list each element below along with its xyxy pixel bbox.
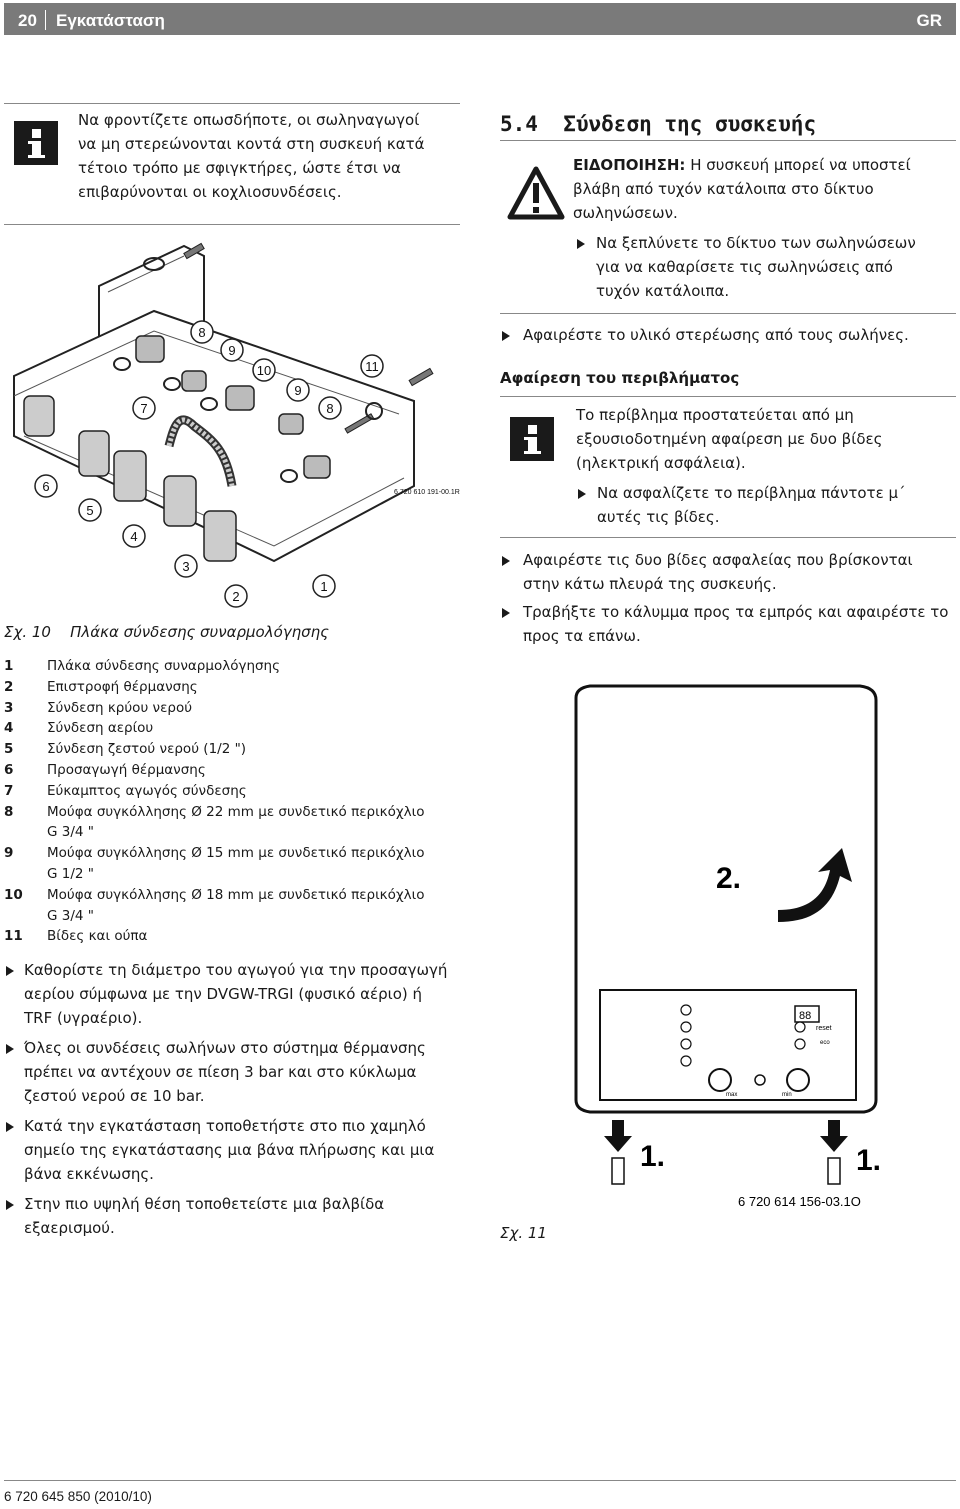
callout-9: 9 — [294, 383, 301, 398]
callout-11: 11 — [365, 359, 379, 374]
page-number: 20 — [18, 11, 37, 30]
left-bullet-2: Όλες οι συνδέσεις σωλήνων στο σύστημα θέ… — [24, 1039, 426, 1105]
section-heading: 5.4 Σύνδεση της συσκευής — [500, 112, 817, 136]
callout-1: 1 — [320, 579, 327, 594]
step-1-right-label: 1. — [856, 1144, 881, 1177]
bullet-marker — [578, 489, 586, 499]
info-note-text: Να φροντίζετε οπωσδήποτε, οι σωληναγωγοί… — [78, 111, 425, 201]
header-divider — [45, 10, 46, 30]
figure-11-code: 6 720 614 156-03.1O — [738, 1194, 861, 1209]
page-header: 20 Εγκατάσταση GR — [4, 3, 956, 35]
panel-display: 88 — [799, 1010, 811, 1022]
casing-info-text: Το περίβλημα προστατεύεται από μη εξουσι… — [576, 406, 883, 472]
bullet-marker — [502, 556, 510, 566]
figure-11-caption: Σχ. 11 — [500, 1224, 547, 1242]
callout-6: 6 — [42, 479, 49, 494]
figure-10-mounting-plate: 8 9 10 9 11 7 8 6 5 4 3 2 1 6 720 610 19… — [13, 242, 460, 608]
panel-eco-label: eco — [820, 1040, 830, 1046]
callout-5: 5 — [86, 503, 93, 518]
warning-bullet: Να ξεπλύνετε το δίκτυο των σωληνώσεων γι… — [596, 234, 916, 300]
step-1-left-label: 1. — [640, 1140, 665, 1173]
panel-max-label: max — [726, 1092, 737, 1098]
bullet-marker — [6, 966, 14, 976]
panel-reset-label: reset — [816, 1025, 832, 1032]
remove-packing-bullet: Αφαιρέστε το υλικό στερέωσης από τους σω… — [523, 326, 909, 344]
casing-info-bullet: Να ασφαλίζετε το περίβλημα πάντοτε μ΄ αυ… — [597, 484, 906, 526]
bullet-marker — [6, 1044, 14, 1054]
callout-2: 2 — [232, 589, 239, 604]
info-icon — [14, 121, 58, 165]
section-title: Εγκατάσταση — [56, 11, 165, 30]
footer-divider — [4, 1480, 956, 1481]
figure-10-caption: Σχ. 10 Πλάκα σύνδεσης συναρμολόγησης — [4, 623, 329, 641]
left-bullet-3: Κατά την εγκατάσταση τοποθετήστε στο πιο… — [24, 1117, 435, 1183]
callout-9: 9 — [228, 343, 235, 358]
bullet-marker — [502, 331, 510, 341]
bullet-marker — [577, 239, 585, 249]
figure-11-boiler: 88 reset eco max min 2. 1. 1. 6 720 614 … — [574, 684, 881, 1209]
panel-min-label: min — [782, 1092, 792, 1098]
callout-8: 8 — [326, 401, 333, 416]
document-number: 6 720 645 850 (2010/10) — [4, 1489, 152, 1504]
warning-text: ΕΙΔΟΠΟΙΗΣΗ: Η συσκευή μπορεί να υποστεί … — [573, 156, 911, 222]
bullet-marker — [6, 1122, 14, 1132]
bullet-marker — [502, 608, 510, 618]
step-2-label: 2. — [716, 862, 741, 895]
callout-4: 4 — [130, 529, 137, 544]
figure-code: 6 720 610 191-00.1R — [394, 489, 460, 496]
callout-7: 7 — [140, 401, 147, 416]
bullet-marker — [6, 1200, 14, 1210]
casing-bullet-1: Αφαιρέστε τις δυο βίδες ασφαλείας που βρ… — [523, 551, 913, 593]
casing-bullet-2: Τραβήξτε το κάλυμμα προς τα εμπρός και α… — [523, 603, 949, 645]
info-icon — [510, 417, 554, 461]
warning-box: ΕΙΔΟΠΟΙΗΣΗ: Η συσκευή μπορεί να υποστεί … — [500, 140, 956, 314]
left-bullet-1: Καθορίστε τη διάμετρο του αγωγού για την… — [24, 961, 448, 1027]
warning-icon — [507, 166, 565, 220]
casing-removal-heading: Αφαίρεση του περιβλήματος — [500, 369, 740, 387]
info-note-top: Να φροντίζετε οπωσδήποτε, οι σωληναγωγοί… — [4, 103, 460, 225]
callout-10: 10 — [257, 363, 271, 378]
callout-3: 3 — [182, 559, 189, 574]
left-bullet-4: Στην πιο υψηλή θέση τοποθετείστε μια βαλ… — [24, 1195, 385, 1237]
callout-8: 8 — [198, 325, 205, 340]
casing-info-box: Το περίβλημα προστατεύεται από μη εξουσι… — [500, 396, 956, 538]
language-code: GR — [916, 11, 943, 30]
